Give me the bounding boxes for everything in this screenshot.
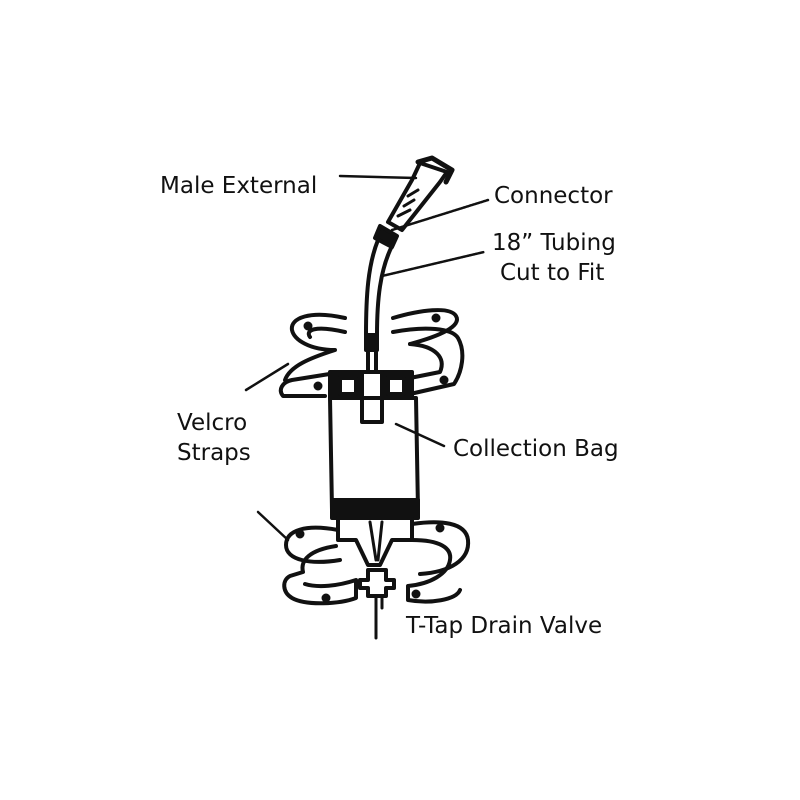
top-velcro-strap-left [278, 312, 347, 398]
label-tubing: 18” Tubing Cut to Fit [492, 228, 616, 288]
label-collection-bag-text: Collection Bag [453, 436, 619, 462]
leader-collection-bag [394, 422, 446, 448]
label-t-tap-drain-valve: T-Tap Drain Valve [406, 611, 602, 641]
leader-lines [244, 174, 490, 542]
top-velcro-strap-right [391, 308, 465, 396]
label-tubing-line1: 18” Tubing [492, 230, 616, 256]
bottom-velcro-strap-left [282, 525, 358, 606]
leader-tubing [380, 250, 486, 278]
leader-velcro-top [244, 362, 290, 392]
leader-connector [390, 198, 490, 232]
label-collection-bag: Collection Bag [453, 434, 619, 464]
label-velcro-straps: Velcro Straps [177, 408, 251, 468]
label-tubing-line2: Cut to Fit [500, 260, 605, 286]
bottom-velcro-strap-right [406, 520, 471, 604]
label-connector-text: Connector [494, 183, 613, 209]
label-velcro-line2: Straps [177, 440, 251, 466]
bag-bottom-fitting [336, 516, 414, 567]
leader-velcro-bottom [256, 510, 290, 542]
male-external-catheter [386, 155, 455, 232]
tubing [364, 238, 394, 374]
label-male-external-text: Male External [160, 173, 318, 199]
t-tap-drain-valve [358, 568, 396, 640]
label-drain-valve-text: T-Tap Drain Valve [406, 613, 603, 639]
label-male-external: Male External [160, 171, 317, 201]
bag-top-fitting [328, 370, 414, 424]
leader-male-external [338, 174, 418, 180]
collection-bag [328, 396, 420, 520]
label-velcro-line1: Velcro [177, 410, 248, 436]
label-connector: Connector [494, 181, 613, 211]
